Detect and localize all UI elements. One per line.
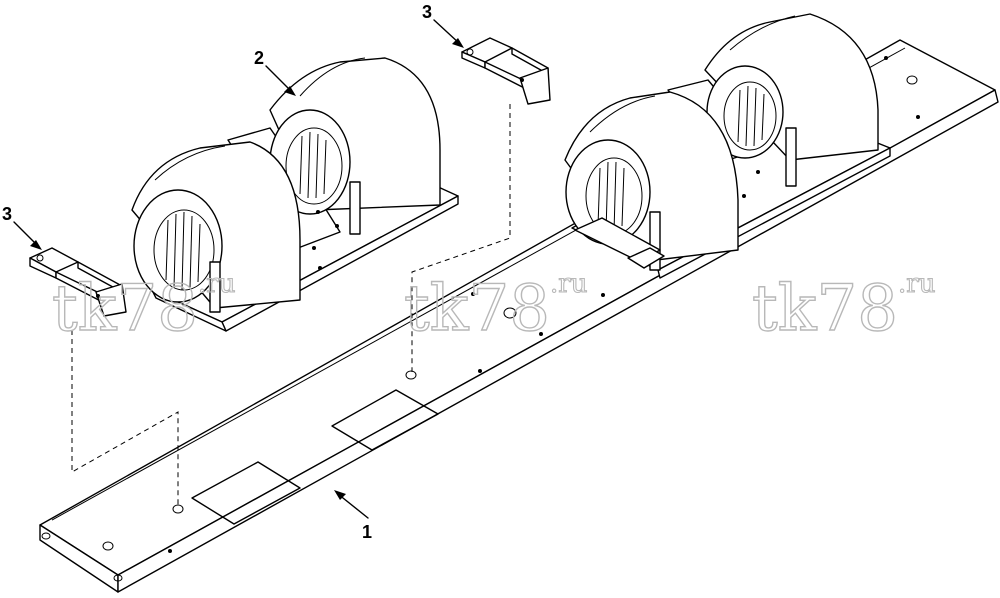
plate-holes xyxy=(41,56,920,582)
svg-text:3: 3 xyxy=(2,204,12,224)
clip-part-3-lower xyxy=(29,247,127,317)
front-fan-blades xyxy=(165,211,201,291)
svg-text:tk78: tk78 xyxy=(752,272,898,346)
watermark-right: tk78 .ru xyxy=(751,268,936,346)
svg-text:tk78: tk78 xyxy=(404,272,550,346)
watermark-left: tk78 .ru xyxy=(51,268,236,346)
callout-2: 2 xyxy=(254,48,296,96)
watermark-middle: tk78 .ru xyxy=(403,268,588,346)
assembly-guide-lines xyxy=(71,104,511,506)
svg-text:.ru: .ru xyxy=(898,269,935,299)
blower-assembly-part-2 xyxy=(131,57,459,332)
callout-3-lower: 3 xyxy=(2,204,42,250)
callout-3-upper: 3 xyxy=(422,2,464,48)
plate-cutout-middle xyxy=(331,389,439,451)
rear-fan-blades-right xyxy=(737,85,765,147)
plate-cutout-left xyxy=(191,461,301,525)
clip-part-3-upper xyxy=(461,37,551,105)
svg-text:3: 3 xyxy=(422,2,432,22)
blower-assembly-mounted xyxy=(564,13,891,279)
svg-text:.ru: .ru xyxy=(198,269,235,299)
svg-text:.ru: .ru xyxy=(550,269,587,299)
svg-text:2: 2 xyxy=(254,48,264,68)
svg-text:tk78: tk78 xyxy=(52,272,198,346)
svg-text:1: 1 xyxy=(362,522,372,542)
rear-fan-blades xyxy=(299,131,327,199)
callout-1: 1 xyxy=(334,490,372,542)
